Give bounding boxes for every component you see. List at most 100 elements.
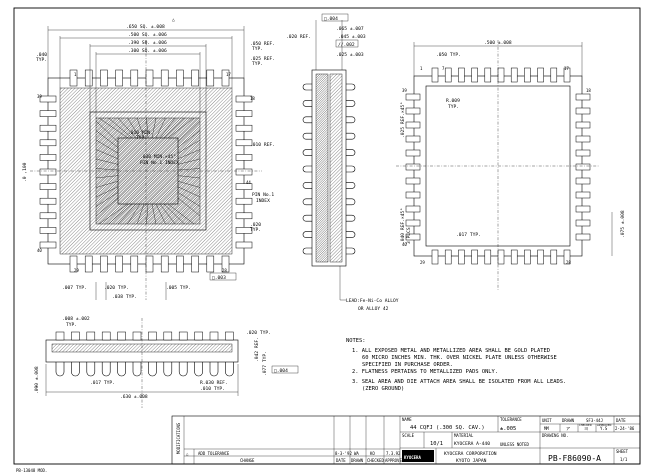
mod-approved: 7.3.92 xyxy=(386,451,401,456)
company-name: KYOCERA CORPORATION xyxy=(444,451,497,457)
note-3-line-1: 3. SEAL AREA AND DIE ATTACH AREA SHALL B… xyxy=(352,379,566,385)
radius-009: R.009 xyxy=(446,98,460,104)
right-lead xyxy=(235,227,253,234)
cavity-ring xyxy=(89,111,207,231)
name-label: NAME xyxy=(402,417,412,422)
left-lead xyxy=(39,168,57,176)
tv-pin-39: 39 xyxy=(37,94,42,99)
side-lead xyxy=(302,116,312,124)
front-lead-top xyxy=(101,331,111,341)
checked-value: ヨ xyxy=(584,426,588,431)
tv-pin-17: 17 xyxy=(226,72,231,77)
scale-value: 10/1 xyxy=(430,441,443,447)
bottom-view-pad xyxy=(405,135,421,143)
bottom-view-pad xyxy=(484,249,492,265)
bond-finger xyxy=(98,117,129,139)
right-lead xyxy=(235,168,253,176)
bond-finger xyxy=(177,181,201,188)
bottom-view-pad xyxy=(458,249,465,265)
dim-500-bottom: .500 ±.008 xyxy=(484,40,512,46)
drawing-ref: SF3-44J xyxy=(586,418,603,423)
bottom-view-pad xyxy=(405,205,421,213)
dim-500-sq: .500 SQ. ±.006 xyxy=(128,32,167,38)
dim-025-ref: .025 REF. xyxy=(250,56,275,62)
left-lead xyxy=(39,197,57,205)
bottom-view-pad xyxy=(575,177,591,185)
bottom-view-pad xyxy=(563,67,571,83)
col-checked: CHECKED xyxy=(367,458,384,463)
bond-finger xyxy=(108,117,133,139)
bottom-view-pad xyxy=(563,249,571,265)
chamfer-025: .025 REF.×45° xyxy=(400,102,406,138)
bond-finger xyxy=(177,168,201,171)
bottom-view-pad xyxy=(444,67,452,83)
dim-100: .0 ,100 xyxy=(22,162,28,182)
footer-id: PB-13048 MOD. xyxy=(16,468,47,473)
front-lead-top xyxy=(148,331,157,341)
dim-017-front: .017 TYP. xyxy=(90,380,115,386)
right-lead xyxy=(235,183,253,190)
side-lead xyxy=(302,165,312,173)
dim-077: .077 TYP. xyxy=(262,351,268,376)
bottom-view-pad xyxy=(537,249,544,265)
mod-mark: △ xyxy=(186,451,189,456)
bond-finger xyxy=(155,203,166,225)
drawing-no-label: DRAWING NO. xyxy=(542,433,569,438)
front-lead-top xyxy=(132,331,142,341)
front-lead xyxy=(178,362,188,377)
right-lead xyxy=(235,154,253,161)
front-lead-top xyxy=(225,331,234,341)
right-lead xyxy=(235,139,253,147)
bottom-view-pad xyxy=(405,107,421,115)
dim-630: .630 ±.008 xyxy=(120,394,148,400)
bond-finger xyxy=(95,149,119,159)
front-lead-top xyxy=(163,331,173,341)
bottom-lead xyxy=(84,255,93,273)
side-lead xyxy=(346,100,356,107)
dim-008: .008 ±.002 xyxy=(62,316,90,322)
dim-010-front: .010 TYP. xyxy=(200,386,225,392)
dim-020-typ-bottom: .020 TYP. xyxy=(104,285,129,291)
top-view: .650 SQ. ±.008 .500 SQ. ±.006 .390 SQ. ±… xyxy=(22,18,275,300)
bond-finger xyxy=(95,168,119,171)
bond-finger xyxy=(146,117,149,139)
front-lead xyxy=(163,362,173,377)
tolerance-value: ±.005 xyxy=(500,426,516,432)
dim-300-sq: .300 SQ. ±.006 xyxy=(128,48,167,54)
side-section-view: □.004 .065 ±.007 .020 REF. .045 ±.003 //… xyxy=(286,13,399,312)
top-lead xyxy=(221,69,230,87)
bond-finger xyxy=(95,186,119,198)
bond-finger xyxy=(177,175,201,179)
top-lead xyxy=(145,69,154,87)
bv-pin-17: 17 xyxy=(564,66,569,71)
dim-020-typ: TYP. xyxy=(250,227,261,233)
side-lead xyxy=(302,198,312,206)
front-lead xyxy=(148,362,157,377)
dim-020-front: .020 TYP. xyxy=(246,330,271,336)
bottom-view-pad xyxy=(575,163,591,171)
top-lead xyxy=(69,69,78,87)
bottom-view: .500 ±.008 .050 TYP. R.009 TYP. .025 REF… xyxy=(396,40,626,290)
side-lead xyxy=(346,165,356,173)
bottom-view-pad xyxy=(471,67,478,83)
kyocera-logo xyxy=(402,450,434,462)
front-lead xyxy=(101,362,111,377)
dim-065: .065 ±.007 xyxy=(336,26,364,32)
bottom-view-pad xyxy=(484,67,492,83)
tolerance-label: TOLERANCE xyxy=(500,417,522,422)
dim-040: .040 xyxy=(36,52,47,58)
bond-finger xyxy=(117,203,137,225)
bond-finger xyxy=(177,130,201,148)
bottom-view-pad xyxy=(575,205,591,213)
bond-finger xyxy=(159,203,176,225)
tv-pin-40: 40 xyxy=(37,248,42,253)
side-lead xyxy=(346,198,356,206)
bv-pin-7: 7 xyxy=(442,66,445,71)
left-lead xyxy=(39,227,57,234)
tolerance-sub: UNLESS NOTED xyxy=(500,442,529,447)
bond-finger xyxy=(177,192,201,207)
bottom-view-pad xyxy=(405,93,421,101)
material-value: KYOCERA A-440 xyxy=(454,441,490,447)
bottom-view-pad xyxy=(575,233,591,241)
dim-050-bottom: .050 TYP. xyxy=(436,52,461,58)
